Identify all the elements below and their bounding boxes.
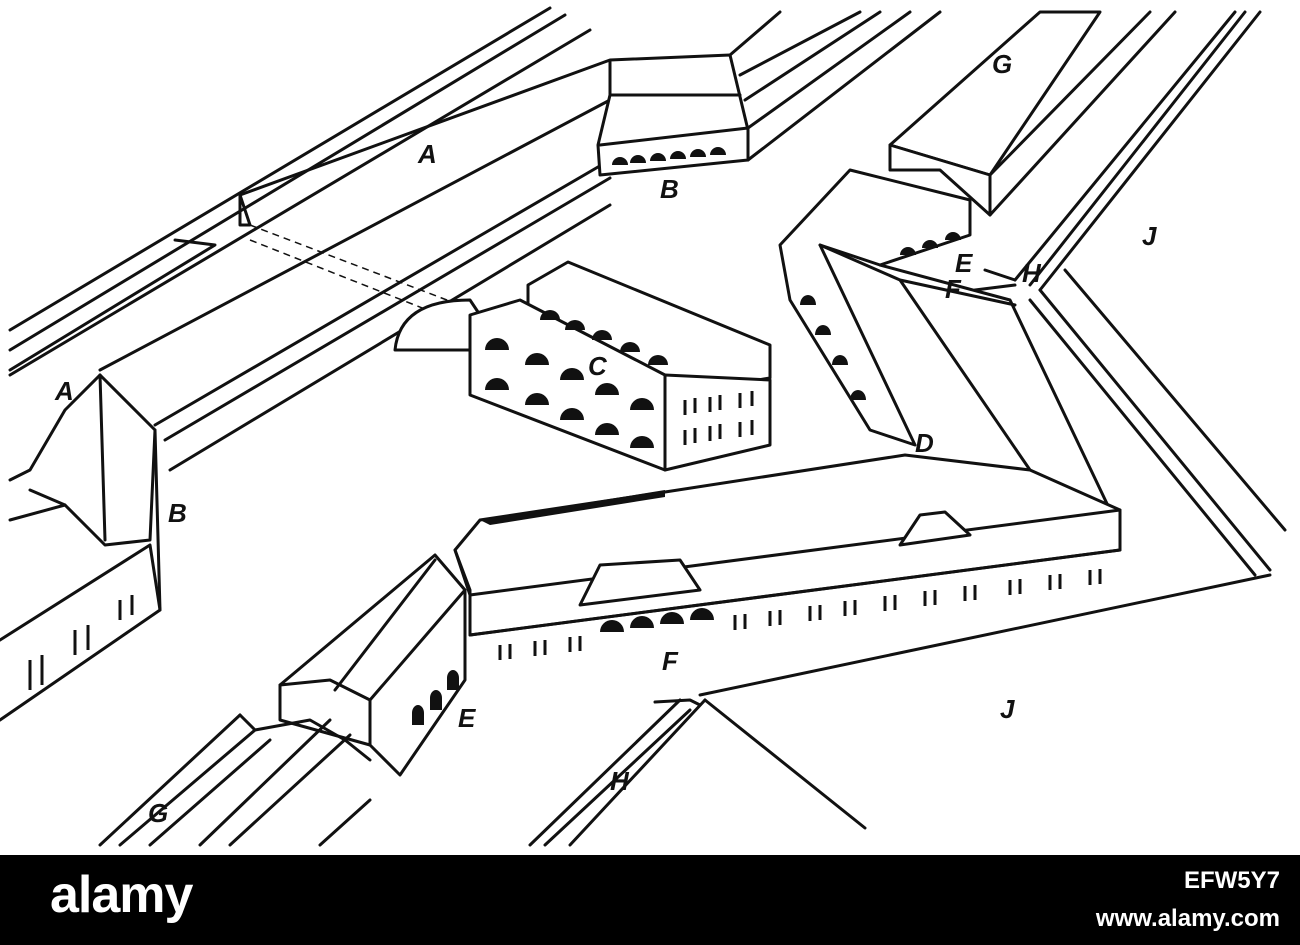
label-e-right: E [955,248,973,278]
label-f-bottom: F [662,646,679,676]
label-b-top: B [660,174,679,204]
watermark-footer: alamy EFW5Y7 www.alamy.com [0,855,1300,945]
label-a-left: A [54,376,74,406]
label-d: D [915,428,934,458]
barracks-c [393,260,772,472]
rampart-a [0,6,612,722]
label-h-bottom: H [610,766,630,796]
label-j-right: J [1142,221,1157,251]
label-e-bottom: E [458,703,476,733]
bastion-g-top [888,10,1287,577]
label-a-top: A [417,139,437,169]
bastion-b-top [596,10,942,177]
curtain-f [28,453,1122,690]
label-h-right: H [1022,258,1042,288]
rampart-g-bottom [98,573,1272,847]
label-c: C [588,351,608,381]
brand-logo: alamy [50,866,193,924]
diagram-labels: A A B B C D E E F F G G H H J J [54,49,1157,828]
label-b-left: B [168,498,187,528]
fortification-diagram: A A B B C D E E F F G G H H J J [0,6,1287,847]
label-f-right: F [945,274,962,304]
rampart-d [778,168,1112,512]
label-g-top: G [992,49,1012,79]
image-id: EFW5Y7 [1183,867,1280,894]
fortification-drawing: A A B B C D E E F F G G H H J J [0,6,1287,847]
label-j-bottom: J [1000,694,1015,724]
label-g-bottom: G [148,798,168,828]
site-url: www.alamy.com [1095,905,1280,932]
